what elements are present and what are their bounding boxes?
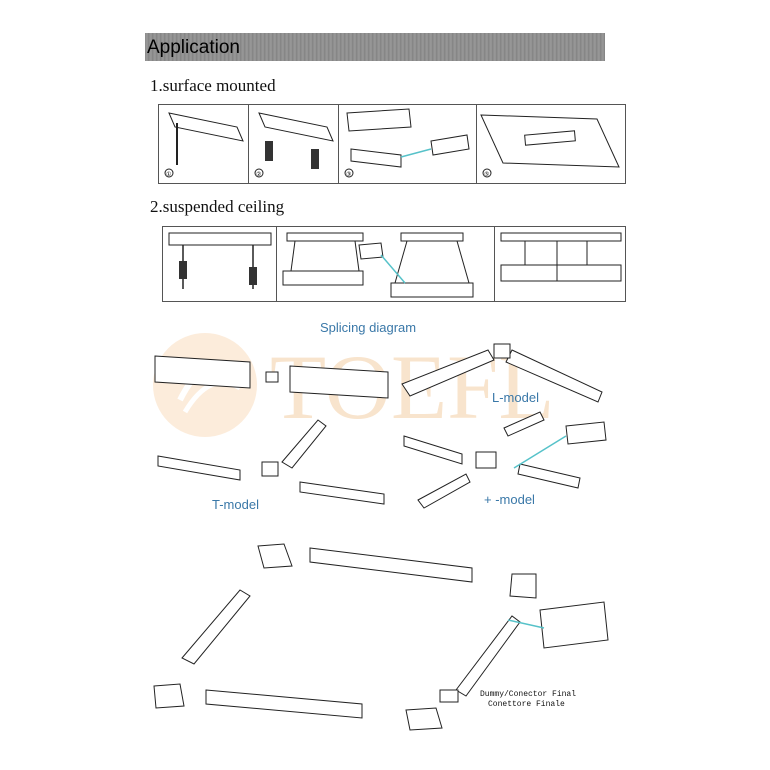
svg-text:①: ①	[166, 171, 171, 178]
suspended-step3-drawing	[500, 232, 622, 282]
frame-top	[309, 547, 473, 583]
straight-profile-right	[289, 365, 389, 399]
frame-bottom	[205, 689, 363, 719]
corner-top-right	[509, 573, 537, 599]
surface-panel-2: ②	[248, 104, 340, 184]
plus-profile-left	[403, 435, 463, 465]
straight-profile-left	[154, 355, 251, 389]
frame-left	[181, 589, 251, 665]
plus-profile-right	[517, 463, 581, 489]
step-suspended-ceiling: 2.suspended ceiling	[150, 197, 285, 216]
t-profile-top	[281, 419, 327, 469]
plus-detail-box	[565, 421, 607, 445]
note-line-1: Dummy/Conector Final	[480, 690, 577, 699]
plus-profile-bottom	[417, 473, 471, 509]
svg-text:③: ③	[346, 171, 351, 178]
assembly-detail-box	[539, 601, 609, 649]
page-title: Application	[147, 37, 240, 58]
corner-bottom-right	[405, 707, 443, 731]
svg-text:②: ②	[256, 171, 261, 178]
corner-top-left	[257, 543, 293, 569]
l-profile-left	[401, 349, 495, 397]
svg-text:⑤: ⑤	[484, 171, 489, 178]
l-profile-right	[505, 349, 603, 403]
suspended-panel-1	[162, 226, 278, 302]
l-model-label: L-model	[492, 390, 539, 405]
suspended-step1-drawing	[168, 232, 272, 289]
suspended-panel-3	[494, 226, 626, 302]
splicing-diagram-title: Splicing diagram	[320, 320, 417, 335]
plus-model-label: + -model	[484, 492, 535, 507]
dummy-connector-note: Dummy/Conector Final Conettore Finale	[480, 690, 576, 710]
frame-right	[455, 615, 521, 697]
note-line-2: Conettore Finale	[488, 700, 565, 709]
application-header: Application	[145, 33, 605, 61]
surface-step2-drawing: ②	[254, 112, 334, 178]
plus-profile-top	[503, 411, 545, 437]
suspended-panel-2	[276, 226, 496, 302]
straight-connector-icon	[265, 371, 279, 383]
surface-step1-drawing: ①	[164, 112, 244, 178]
surface-step3-drawing: ③	[344, 108, 470, 178]
plus-connector-icon	[475, 451, 497, 469]
end-cap-icon	[439, 689, 459, 703]
t-profile-left	[157, 455, 241, 481]
corner-bottom-left	[153, 683, 185, 709]
suspended-step2-drawing	[282, 232, 474, 298]
surface-panel-3: ③	[338, 104, 478, 184]
l-connector-icon	[493, 343, 511, 359]
surface-step4-drawing: ⑤	[480, 114, 620, 178]
step-surface-mounted: 1.surface mounted	[150, 76, 276, 95]
t-profile-right	[299, 481, 385, 505]
surface-panel-4: ⑤	[476, 104, 626, 184]
t-model-label: T-model	[212, 497, 259, 512]
t-connector-icon	[261, 461, 279, 477]
